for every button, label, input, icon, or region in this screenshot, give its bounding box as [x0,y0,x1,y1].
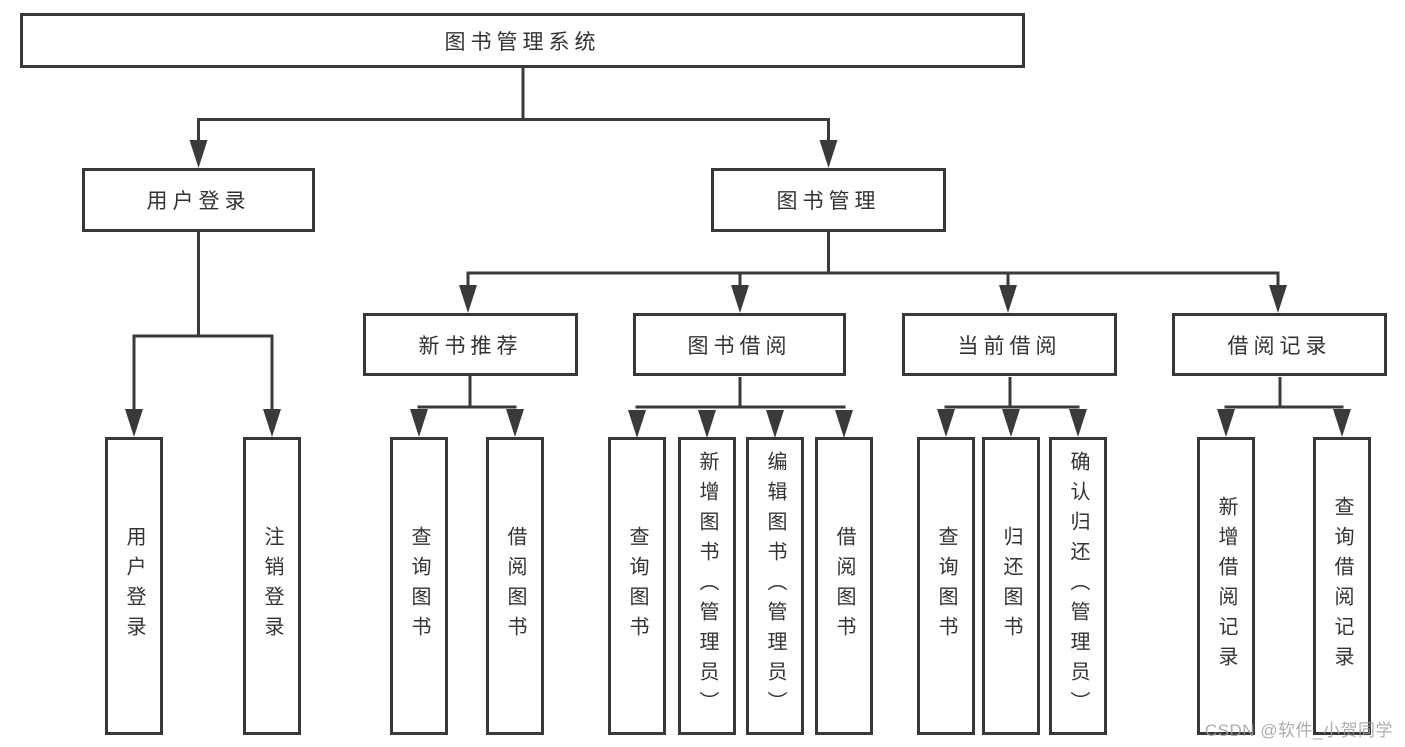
node-box-system-root: 图书管理系统 [20,13,1025,68]
leaf-box-add-borrow-record: 新增借阅记录 [1197,437,1255,735]
node-box-book-mgmt: 图书管理 [711,168,946,232]
node-label-book-borrow: 图书借阅 [687,334,792,358]
leaf-box-query-borrow-record: 查询借阅记录 [1313,437,1371,735]
leaf-box-add-books-admin: 新增图书（管理员） [678,437,736,735]
leaf-label-query-borrow-record: 查询借阅记录 [1331,496,1353,676]
leaf-label-user-login: 用户登录 [123,526,145,646]
leaf-label-borrow-books: 借阅图书 [833,526,855,646]
leaf-box-query-books-current: 查询图书 [917,437,975,735]
node-label-system-root: 图书管理系统 [444,30,601,54]
leaf-label-query-books-current: 查询图书 [935,526,957,646]
leaf-box-borrow-books-rec: 借阅图书 [486,437,544,735]
leaf-box-user-login: 用户登录 [105,437,163,735]
node-box-book-borrow: 图书借阅 [633,313,846,376]
leaf-box-query-books-rec: 查询图书 [390,437,448,735]
node-box-borrow-record: 借阅记录 [1172,313,1387,376]
node-label-new-book-rec: 新书推荐 [418,334,523,358]
leaf-label-logout: 注销登录 [261,526,283,646]
node-label-user-login: 用户登录 [146,190,251,213]
csdn-watermark: CSDN @软件_小贺同学 [1204,721,1393,740]
leaf-box-logout: 注销登录 [243,437,301,735]
leaf-label-query-books-borrow: 查询图书 [626,526,648,646]
leaf-box-borrow-books: 借阅图书 [815,437,873,735]
node-box-new-book-rec: 新书推荐 [363,313,578,376]
leaf-label-add-books-admin: 新增图书（管理员） [696,451,718,721]
node-label-book-mgmt: 图书管理 [776,190,881,213]
leaf-label-add-borrow-record: 新增借阅记录 [1215,496,1237,676]
leaf-label-return-books: 归还图书 [1000,526,1022,646]
node-box-current-borrow: 当前借阅 [902,313,1117,376]
node-label-current-borrow: 当前借阅 [957,334,1062,358]
leaf-label-query-books-rec: 查询图书 [408,526,430,646]
leaf-box-return-books: 归还图书 [982,437,1040,735]
leaf-label-edit-books-admin: 编辑图书（管理员） [764,451,786,721]
leaf-box-edit-books-admin: 编辑图书（管理员） [746,437,804,735]
leaf-box-query-books-borrow: 查询图书 [608,437,666,735]
leaf-label-confirm-return-admin: 确认归还（管理员） [1067,451,1089,721]
leaf-box-confirm-return-admin: 确认归还（管理员） [1049,437,1107,735]
node-label-borrow-record: 借阅记录 [1227,334,1332,358]
leaf-label-borrow-books-rec: 借阅图书 [504,526,526,646]
node-box-user-login: 用户登录 [82,168,315,232]
